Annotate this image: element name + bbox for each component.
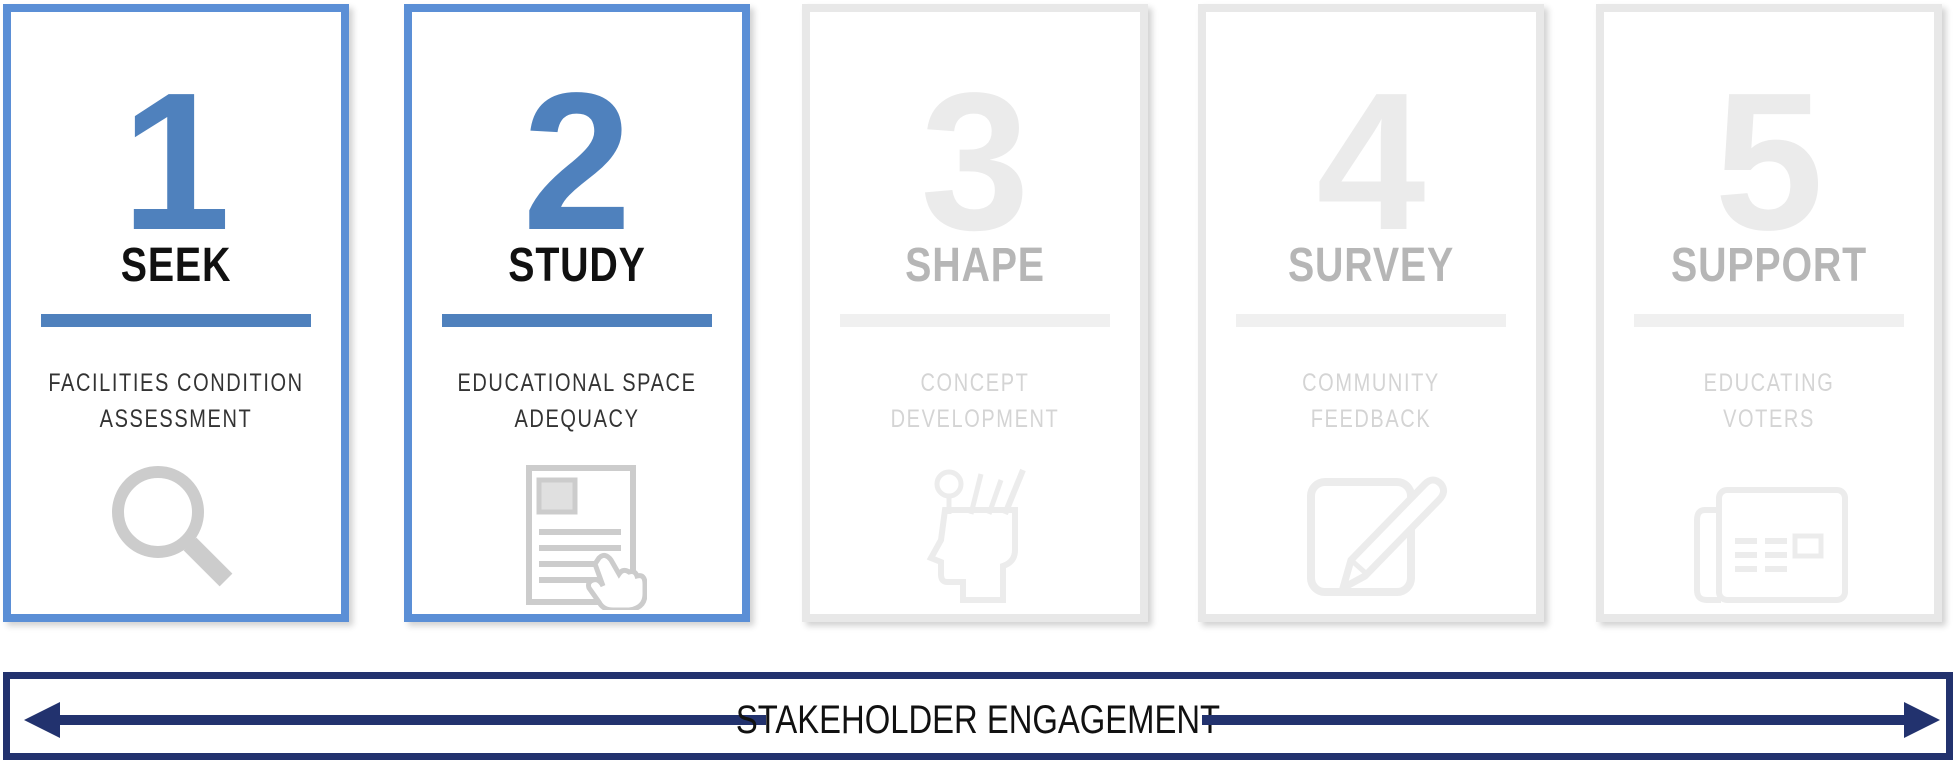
step-subtitle: FACILITIES CONDITION ASSESSMENT [44, 365, 308, 437]
step-subtitle: CONCEPT DEVELOPMENT [843, 365, 1107, 437]
step-card-shape: 3 SHAPE CONCEPT DEVELOPMENT [802, 4, 1148, 622]
step-subtitle-line-1: EDUCATING [1703, 369, 1835, 397]
step-divider [1236, 314, 1506, 327]
step-subtitle-line-1: EDUCATIONAL SPACE [457, 369, 697, 397]
step-subtitle-line-1: COMMUNITY [1302, 369, 1440, 397]
step-title: SEEK [120, 239, 232, 292]
step-number: 1 [121, 52, 231, 271]
arrow-right-icon [1904, 702, 1940, 738]
step-card-seek: 1 SEEK FACILITIES CONDITION ASSESSMENT [3, 4, 349, 622]
magnifier-icon [11, 460, 341, 610]
head-tools-icon [810, 460, 1140, 610]
newspaper-icon [1604, 460, 1934, 610]
step-card-survey: 4 SURVEY COMMUNITY FEEDBACK [1198, 4, 1544, 622]
step-subtitle-line-2: ADEQUACY [514, 405, 640, 433]
step-number: 3 [920, 52, 1030, 271]
step-divider [41, 314, 311, 327]
step-title: SURVEY [1287, 239, 1455, 292]
step-number: 5 [1714, 52, 1824, 271]
step-number: 2 [522, 52, 632, 271]
step-subtitle: EDUCATIONAL SPACE ADEQUACY [445, 365, 709, 437]
step-subtitle-line-2: VOTERS [1723, 405, 1815, 433]
step-title: STUDY [508, 239, 646, 292]
arrow-left-icon [24, 702, 60, 738]
step-subtitle-line-2: ASSESSMENT [99, 405, 253, 433]
step-subtitle: COMMUNITY FEEDBACK [1239, 365, 1503, 437]
engagement-label: STAKEHOLDER ENGAGEMENT [735, 698, 1221, 742]
step-title: SUPPORT [1670, 239, 1868, 292]
arrow-right-shaft [1202, 715, 1908, 725]
step-subtitle-line-1: FACILITIES CONDITION [48, 369, 304, 397]
step-card-support: 5 SUPPORT EDUCATING VOTERS [1596, 4, 1942, 622]
step-number: 4 [1316, 52, 1426, 271]
pencil-pad-icon [1206, 460, 1536, 610]
arrow-left-shaft [56, 715, 766, 725]
step-subtitle-line-2: DEVELOPMENT [890, 405, 1060, 433]
stakeholder-engagement-bar: STAKEHOLDER ENGAGEMENT [3, 672, 1953, 760]
step-divider [442, 314, 712, 327]
step-title: SHAPE [905, 239, 1045, 292]
step-divider [1634, 314, 1904, 327]
step-subtitle-line-1: CONCEPT [920, 369, 1030, 397]
document-hand-icon [412, 460, 742, 610]
step-subtitle: EDUCATING VOTERS [1637, 365, 1901, 437]
step-subtitle-line-2: FEEDBACK [1310, 405, 1432, 433]
step-card-study: 2 STUDY EDUCATIONAL SPACE ADEQUACY [404, 4, 750, 622]
step-divider [840, 314, 1110, 327]
